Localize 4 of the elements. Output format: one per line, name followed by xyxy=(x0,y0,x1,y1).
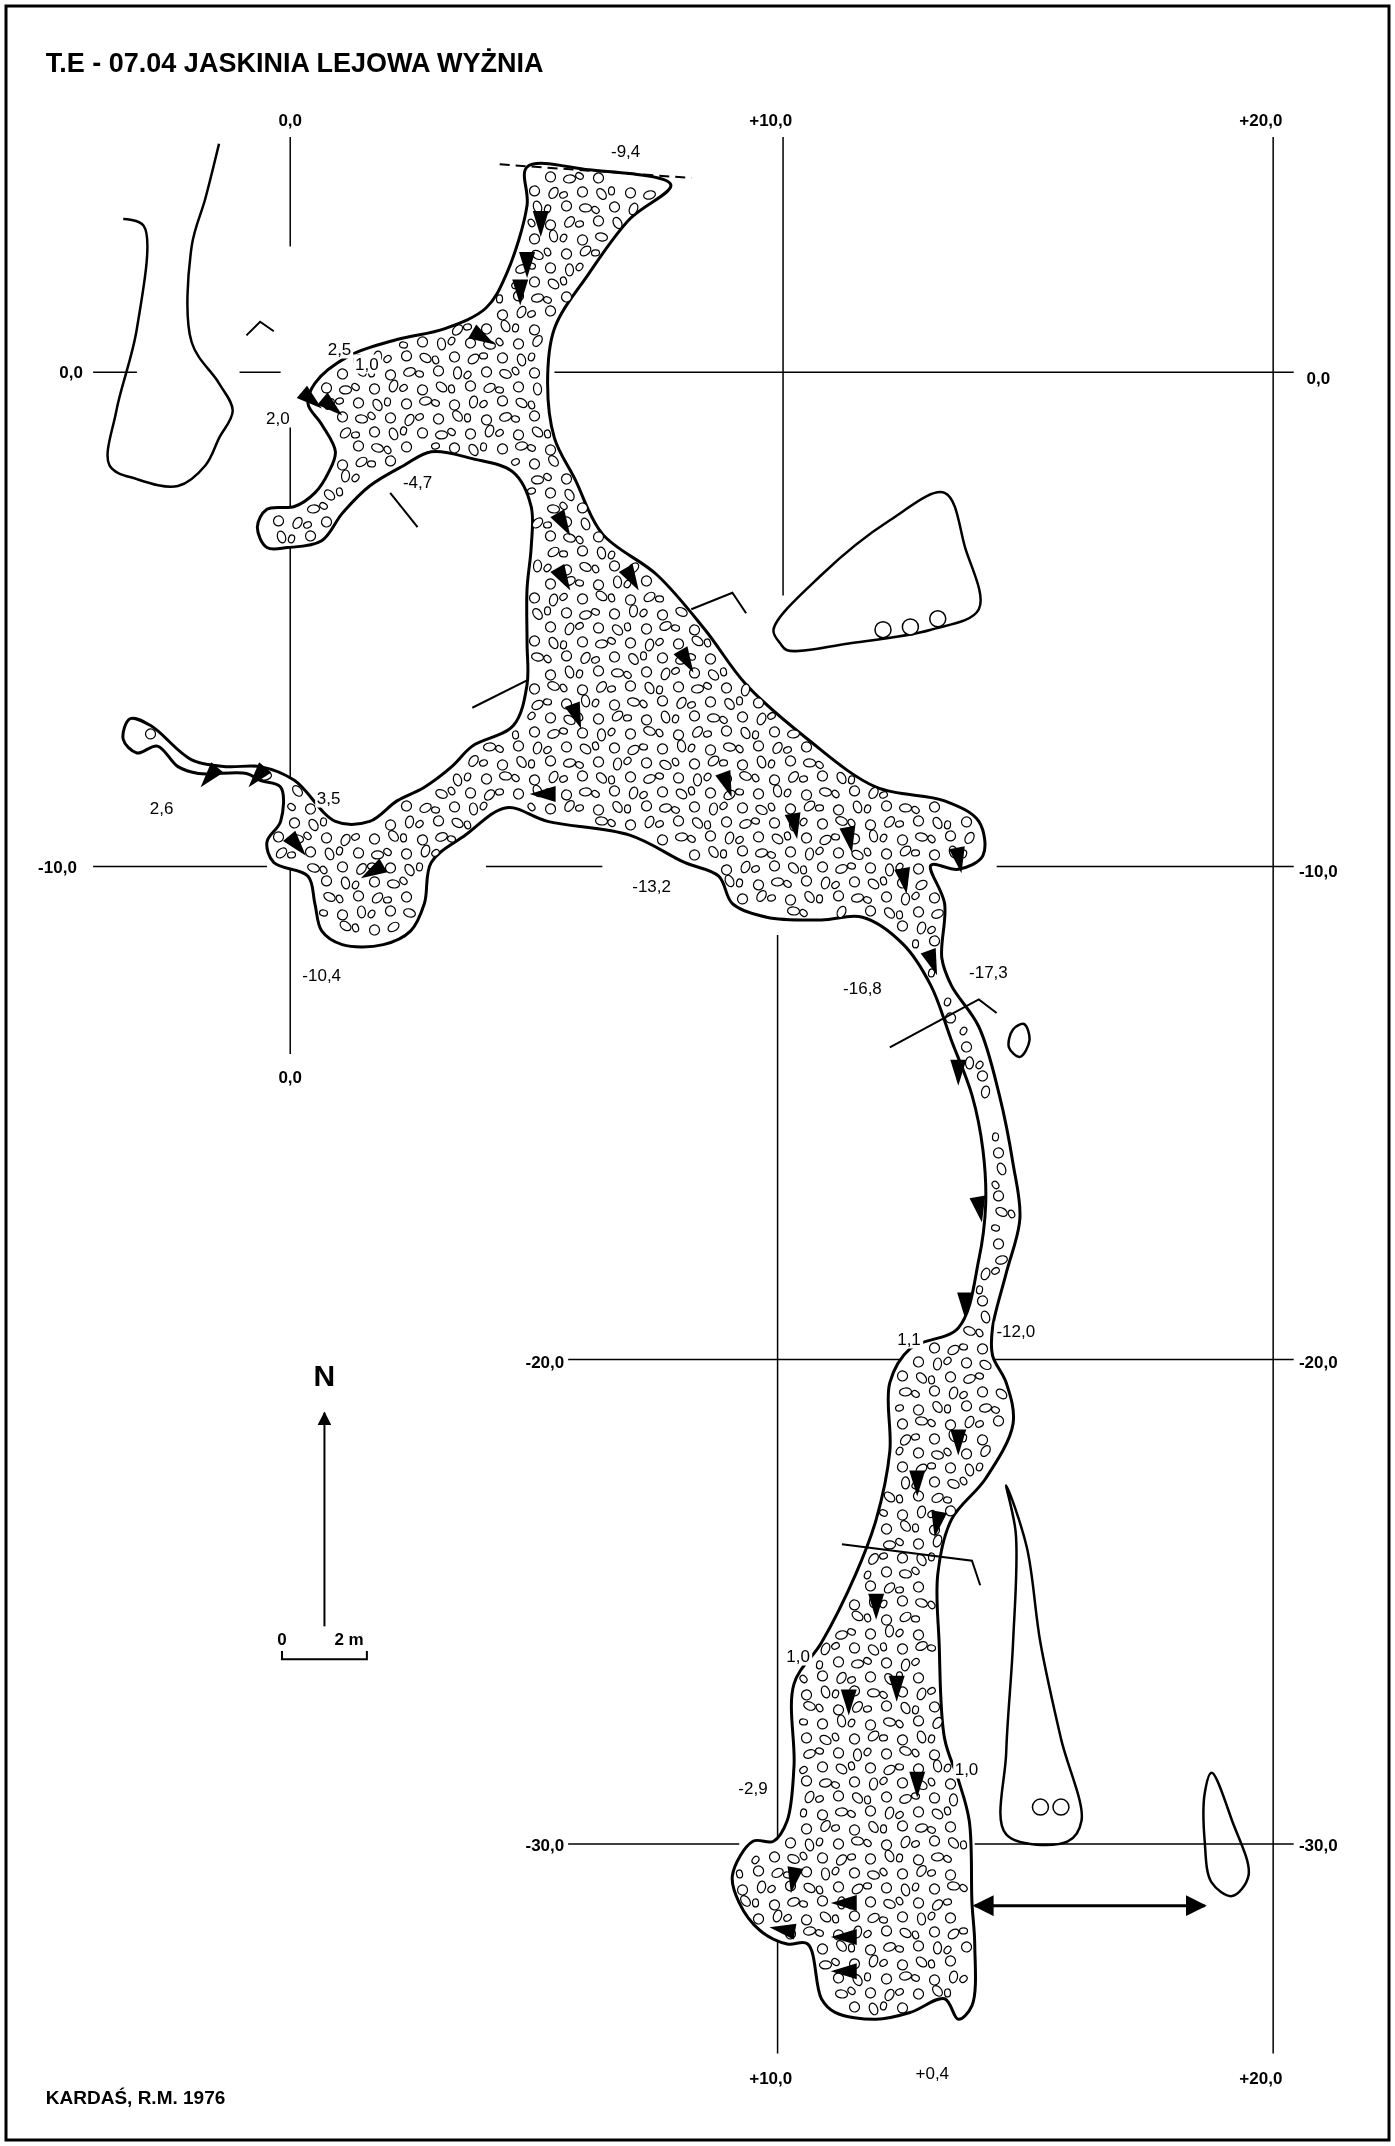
depth-label: 1,0 xyxy=(353,354,381,374)
depth-label: -12,0 xyxy=(994,1321,1038,1341)
depth-label: 1,0 xyxy=(952,1759,981,1779)
depth-label: 2,0 xyxy=(264,408,292,428)
